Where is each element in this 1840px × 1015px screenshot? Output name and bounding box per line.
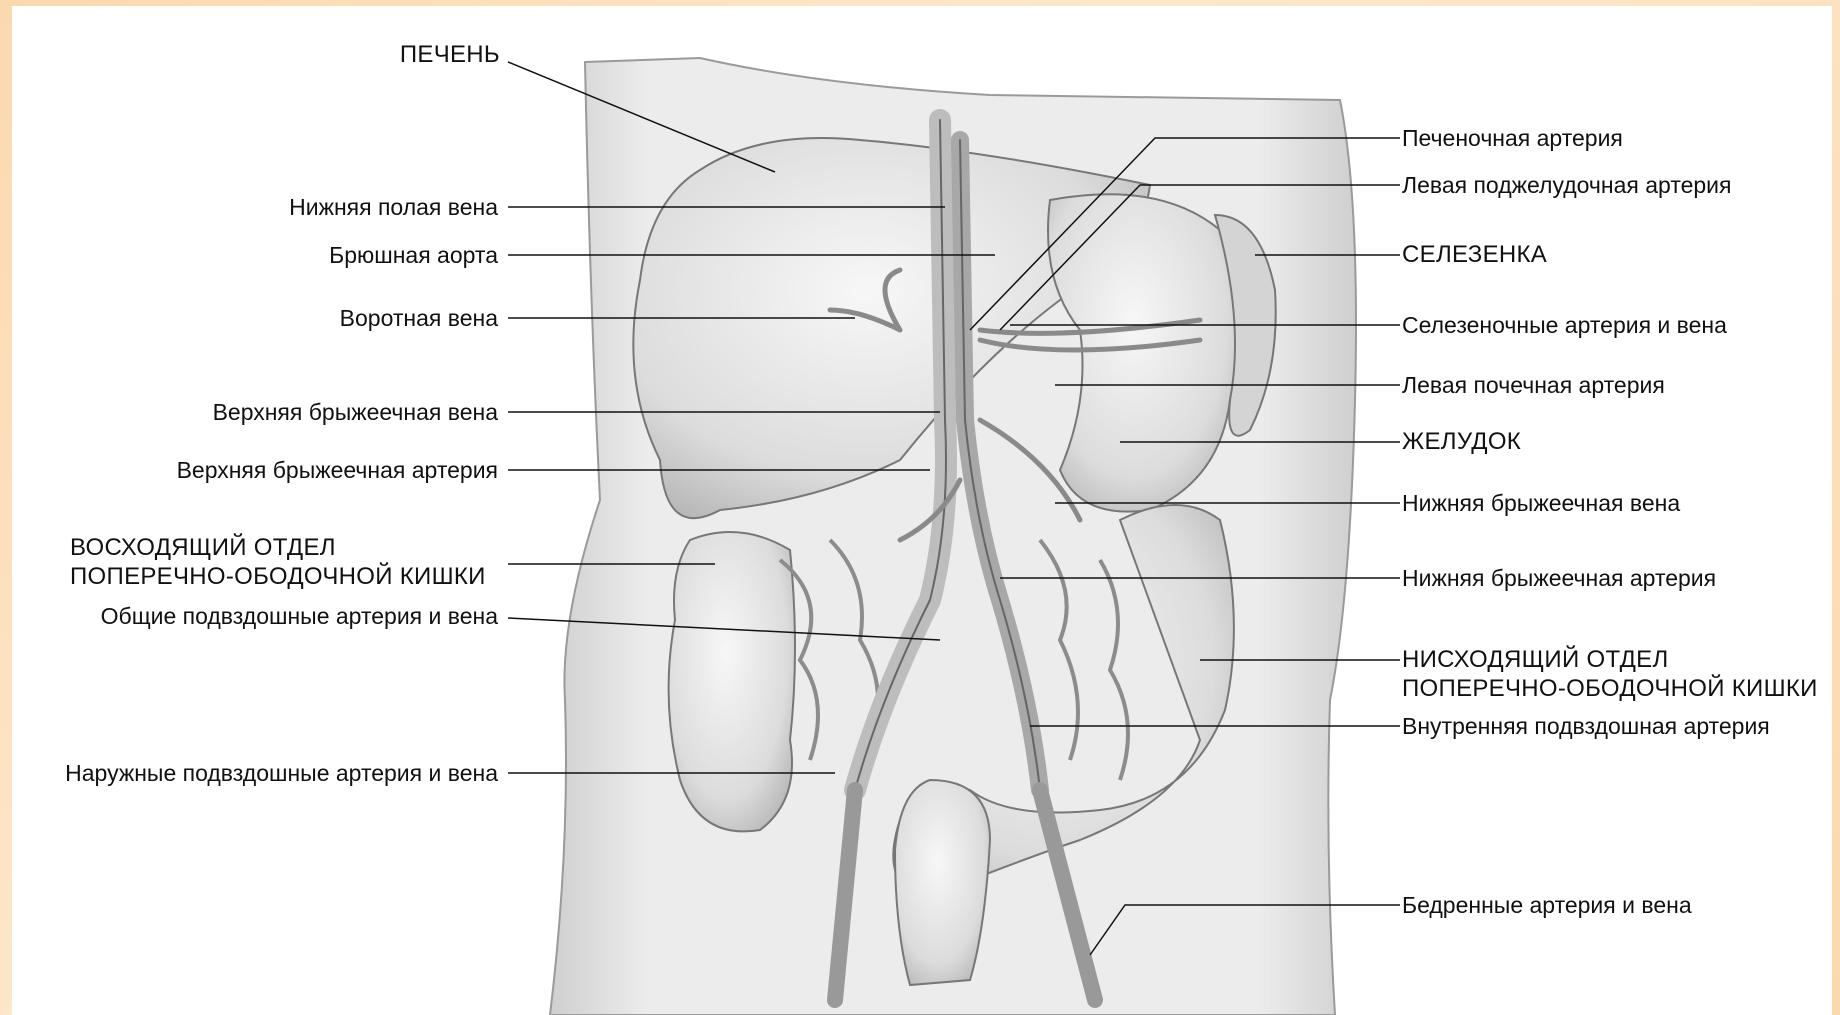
label-inferior-mesenteric-vein: Нижняя брыжеечная вена xyxy=(1402,489,1680,517)
label-splenic-artery-vein: Селезеночные артерия и вена xyxy=(1402,311,1727,339)
label-descending-colon-line2: ПОПЕРЕЧНО-ОБОДОЧНОЙ КИШКИ xyxy=(1402,675,1818,703)
ascending-colon-shape xyxy=(669,532,795,831)
label-ascending-colon-line1: ВОСХОДЯЩИЙ ОТДЕЛ xyxy=(70,534,336,562)
label-descending-colon-line1: НИСХОДЯЩИЙ ОТДЕЛ xyxy=(1402,646,1669,674)
rectum-shape xyxy=(895,780,990,985)
label-portal-vein: Воротная вена xyxy=(200,304,498,332)
label-common-iliac: Общие подвздошные артерия и вена xyxy=(30,602,498,630)
label-inferior-vena-cava: Нижняя полая вена xyxy=(200,193,498,221)
label-left-renal-artery: Левая почечная артерия xyxy=(1402,371,1665,399)
label-stomach: ЖЕЛУДОК xyxy=(1402,428,1521,456)
label-spleen: СЕЛЕЗЕНКА xyxy=(1402,241,1547,269)
label-external-iliac: Наружные подвздошные артерия и вена xyxy=(8,759,498,787)
label-abdominal-aorta: Брюшная аорта xyxy=(200,241,498,269)
label-inferior-mesenteric-artery: Нижняя брыжеечная артерия xyxy=(1402,564,1716,592)
label-superior-mesenteric-artery: Верхняя брыжеечная артерия xyxy=(100,456,498,484)
label-superior-mesenteric-vein: Верхняя брыжеечная вена xyxy=(120,398,498,426)
label-left-gastric-artery: Левая поджелудочная артерия xyxy=(1402,171,1731,199)
label-ascending-colon-line2: ПОПЕРЕЧНО-ОБОДОЧНОЙ КИШКИ xyxy=(70,563,486,591)
label-liver: ПЕЧЕНЬ xyxy=(330,41,500,69)
label-femoral-artery-vein: Бедренные артерия и вена xyxy=(1402,891,1692,919)
label-hepatic-artery: Печеночная артерия xyxy=(1402,124,1623,152)
label-internal-iliac-artery: Внутренняя подвздошная артерия xyxy=(1402,712,1770,740)
